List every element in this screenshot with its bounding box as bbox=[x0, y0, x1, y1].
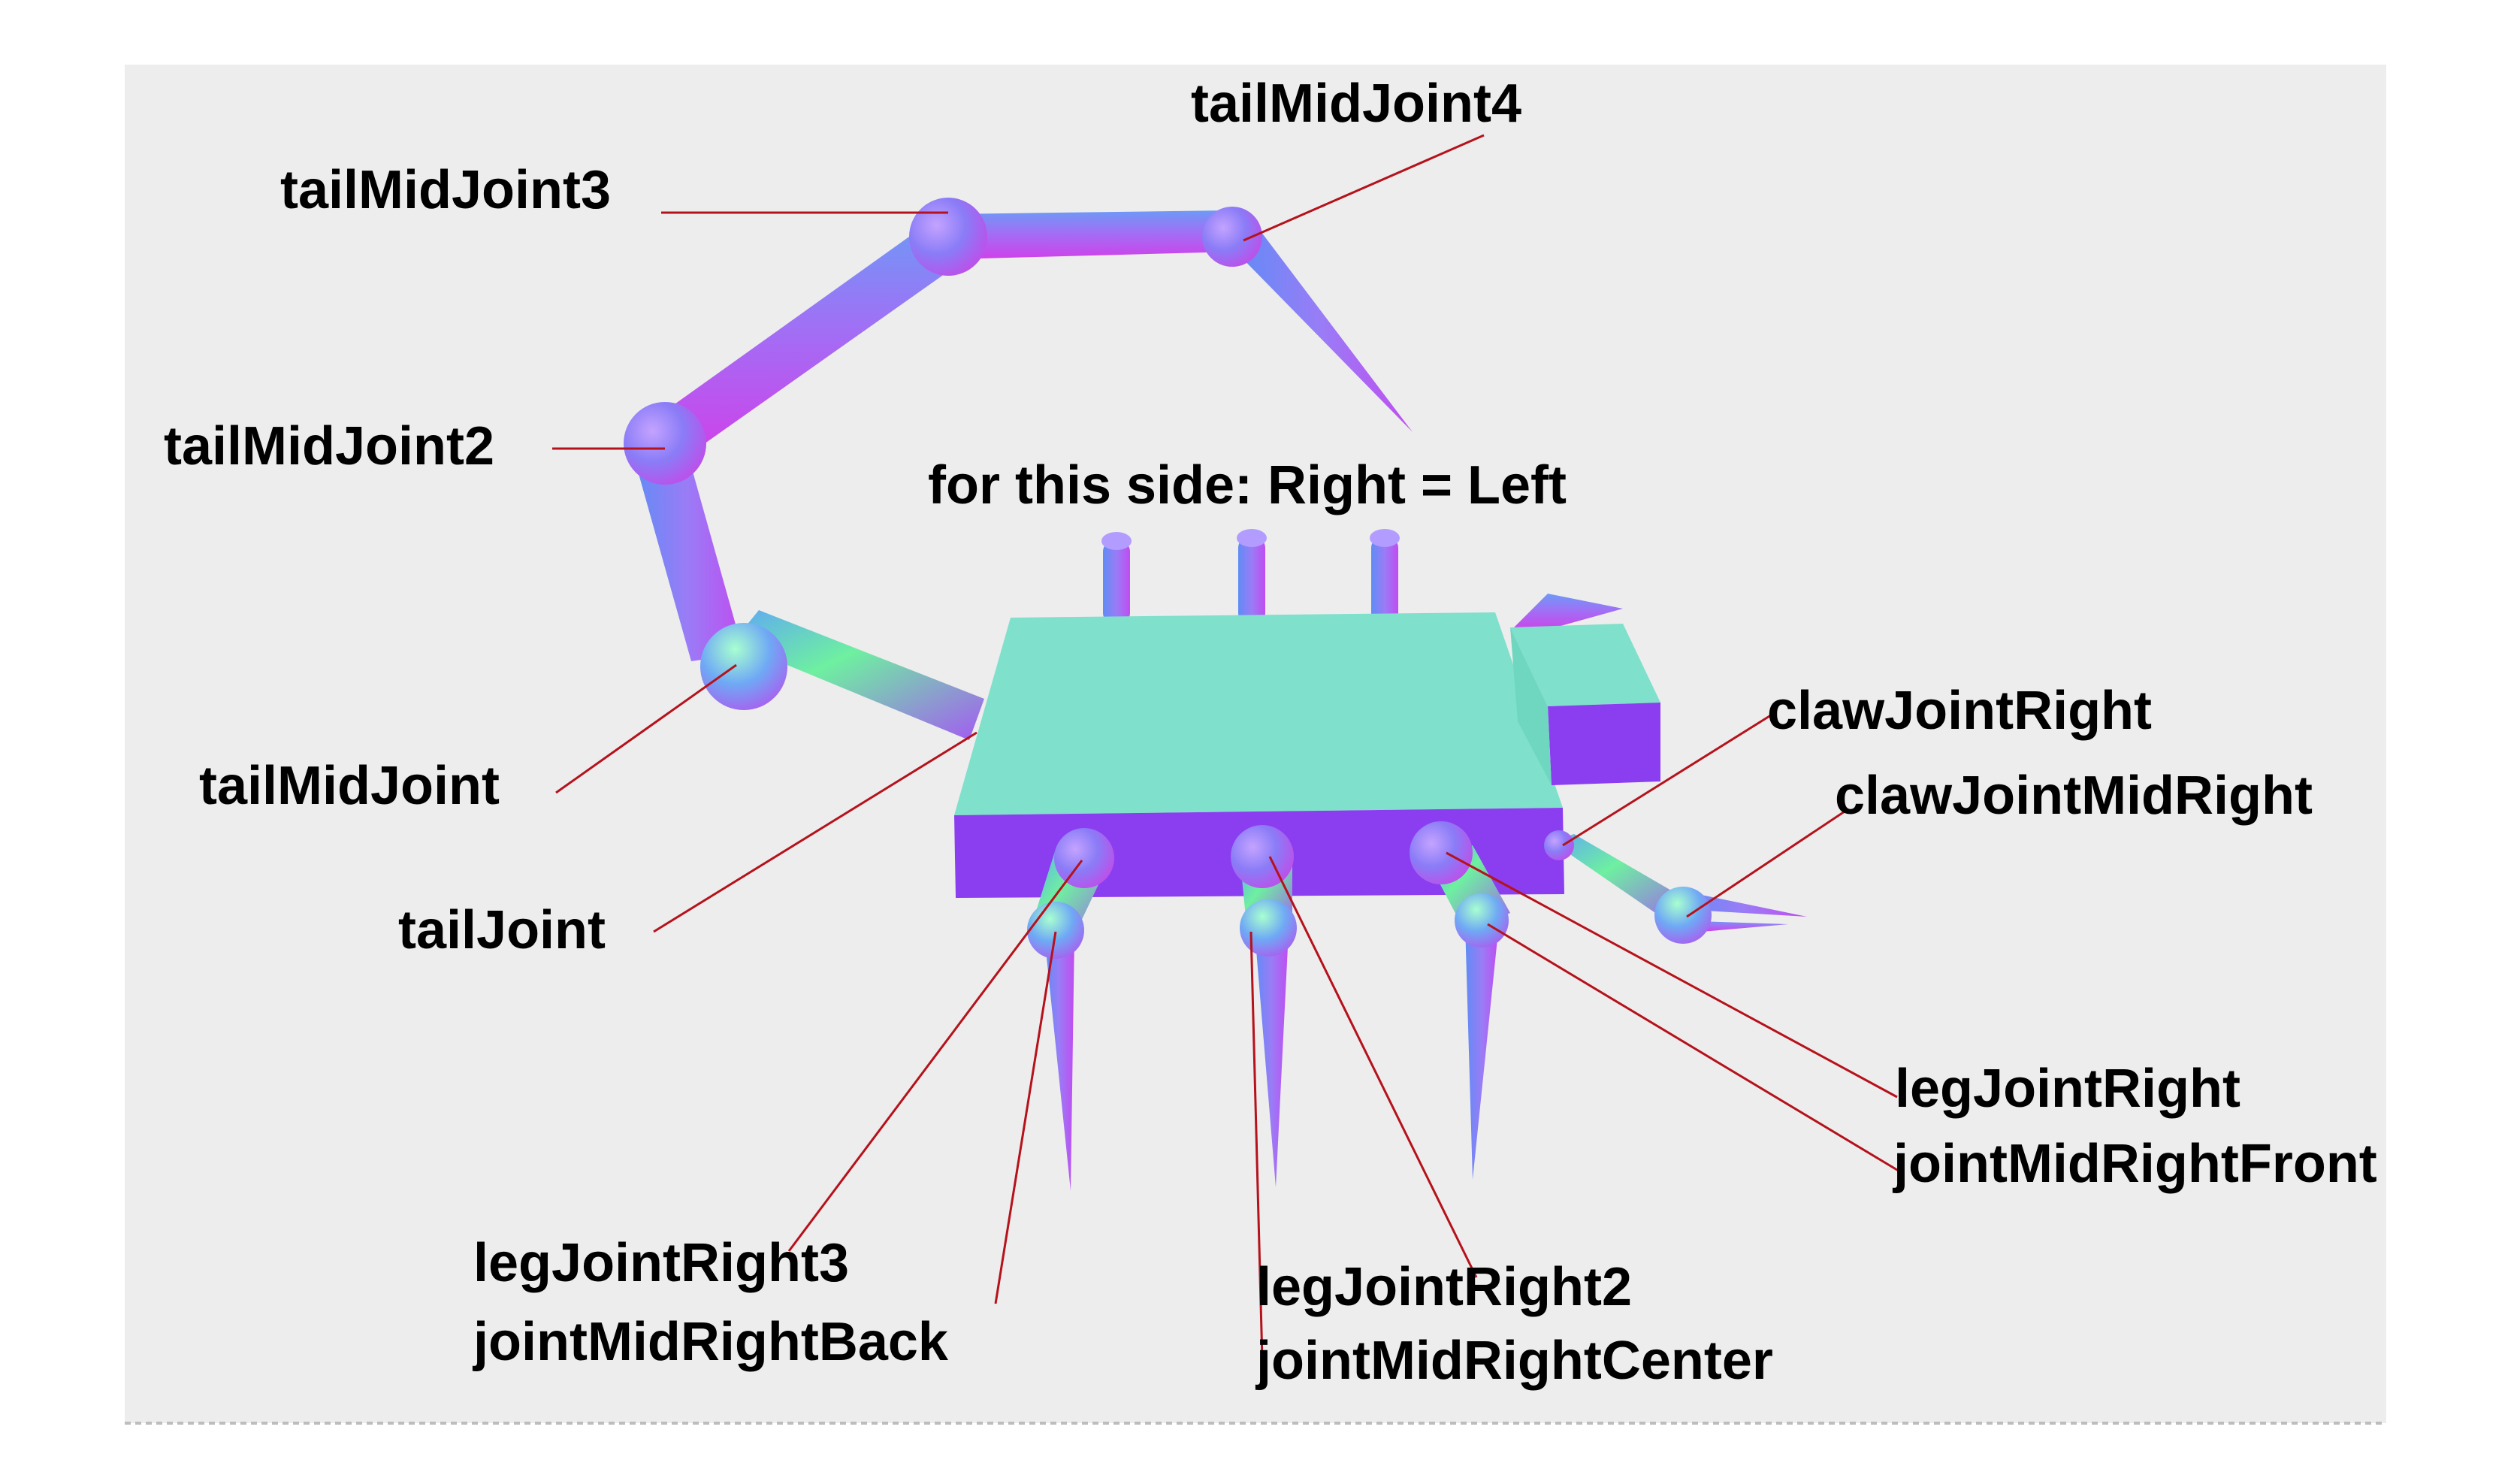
head-front-face bbox=[1548, 703, 1660, 785]
label-tail-mid-joint2: tailMidJoint2 bbox=[164, 416, 494, 476]
far-leg-stub-cap bbox=[1237, 529, 1267, 547]
tail bbox=[624, 198, 1413, 740]
leader-tail-mid-joint4 bbox=[1243, 134, 1485, 242]
tail-segment-1 bbox=[631, 440, 744, 661]
leader-leg-joint-right3 bbox=[787, 860, 1083, 1252]
leader-lines bbox=[552, 134, 1902, 1361]
label-joint-mid-right-center: jointMidRightCenter bbox=[1255, 1331, 1773, 1391]
joint-mid-right-center-ball bbox=[1240, 899, 1297, 957]
leader-claw-joint-right bbox=[1562, 712, 1774, 847]
joint-mid-right-front-ball bbox=[1455, 893, 1509, 948]
label-tail-mid-joint: tailMidJoint bbox=[199, 756, 500, 816]
leg-back-lower bbox=[1044, 935, 1074, 1191]
tail-mid-joint-ball bbox=[700, 623, 787, 710]
leader-leg-joint-right2 bbox=[1268, 856, 1478, 1278]
tail-stinger bbox=[1232, 225, 1413, 432]
label-joint-mid-right-back: jointMidRightBack bbox=[472, 1312, 949, 1372]
label-tail-mid-joint3: tailMidJoint3 bbox=[280, 160, 611, 220]
label-leg-joint-right: legJointRight bbox=[1895, 1059, 2241, 1119]
claw-joint-right-ball bbox=[1544, 830, 1574, 860]
leg-joint-right3-ball bbox=[1054, 828, 1114, 888]
tail-segment-3 bbox=[947, 210, 1232, 259]
leader-joint-mid-right-back bbox=[994, 931, 1057, 1304]
tail-segment-base bbox=[733, 610, 984, 740]
leader-joint-mid-right-front bbox=[1487, 923, 1902, 1174]
leader-claw-joint-mid-right bbox=[1686, 810, 1845, 918]
label-leg-joint-right2: legJointRight2 bbox=[1256, 1257, 1632, 1317]
leader-leg-joint-right bbox=[1446, 851, 1898, 1099]
label-joint-mid-right-front: jointMidRightFront bbox=[1892, 1134, 2377, 1194]
far-leg-stub bbox=[1103, 541, 1130, 624]
leader-joint-mid-right-center bbox=[1249, 931, 1264, 1361]
leg-center-lower bbox=[1255, 932, 1289, 1187]
label-tail-joint: tailJoint bbox=[398, 900, 606, 960]
leader-tail-joint bbox=[653, 731, 977, 933]
leg-joint-right2-ball bbox=[1231, 825, 1294, 888]
head-top-face bbox=[1510, 624, 1660, 706]
label-leg-joint-right3: legJointRight3 bbox=[473, 1233, 849, 1293]
tail-mid-joint3-ball bbox=[909, 198, 987, 276]
leader-tail-mid-joint bbox=[555, 663, 737, 794]
claw-arm bbox=[1552, 834, 1691, 924]
tail-segment-2 bbox=[646, 218, 965, 458]
caption: for this side: Right = Left bbox=[928, 455, 1567, 515]
far-leg-stub-cap bbox=[1101, 532, 1132, 550]
head-side-face bbox=[1510, 627, 1552, 785]
front-legs bbox=[1027, 821, 1807, 1191]
joint-mid-right-back-ball bbox=[1027, 902, 1084, 959]
far-leg-stub bbox=[1238, 537, 1265, 624]
far-claw bbox=[1510, 594, 1623, 631]
far-leg-stub-cap bbox=[1370, 529, 1400, 547]
leg-joint-right-ball bbox=[1410, 821, 1473, 884]
tail-mid-joint4-ball bbox=[1202, 207, 1262, 267]
leg-front-lower bbox=[1465, 924, 1499, 1180]
label-claw-joint-mid-right: clawJointMidRight bbox=[1835, 766, 2313, 826]
far-side-legs bbox=[1101, 529, 1623, 631]
label-tail-mid-joint4: tailMidJoint4 bbox=[1191, 74, 1521, 134]
label-claw-joint-right: clawJointRight bbox=[1767, 681, 2152, 741]
labels: for this side: Right = Left tailMidJoint… bbox=[164, 74, 2377, 1391]
far-leg-stub bbox=[1371, 537, 1398, 624]
claw-joint-mid-right-ball bbox=[1654, 887, 1712, 944]
body-top-face bbox=[954, 612, 1563, 815]
tail-mid-joint2-ball bbox=[624, 402, 706, 485]
